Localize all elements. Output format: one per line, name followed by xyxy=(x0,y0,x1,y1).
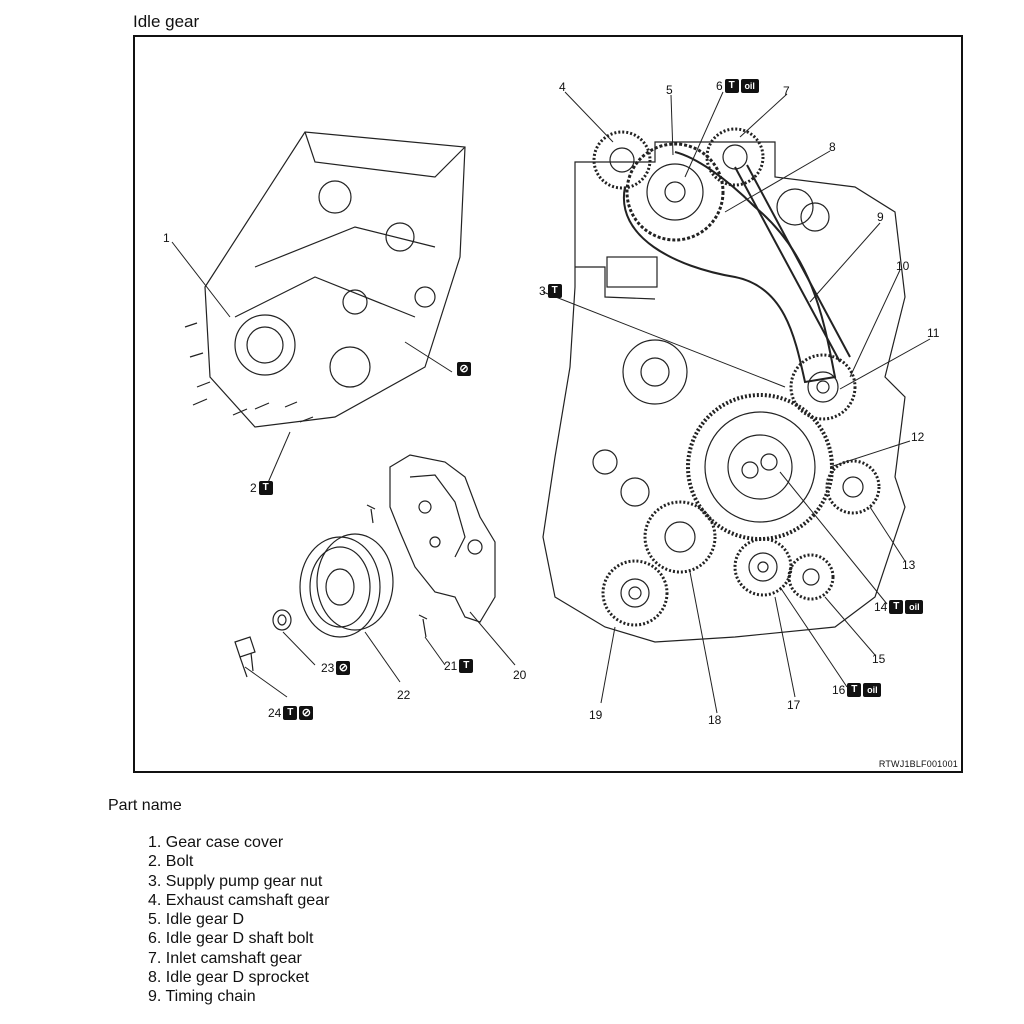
callout-19: 19 xyxy=(589,708,603,722)
callout-no-reuse: ⊘ xyxy=(457,362,471,376)
torque-icon: T xyxy=(889,600,904,614)
callout-1: 1 xyxy=(163,231,170,245)
callout-17: 17 xyxy=(787,698,801,712)
gear-18 xyxy=(643,500,717,574)
callout-5: 5 xyxy=(666,83,673,97)
callout-7: 7 xyxy=(783,84,790,98)
torque-icon: T xyxy=(724,79,739,93)
callout-23: 23⊘ xyxy=(321,661,351,675)
callout-18: 18 xyxy=(708,713,722,727)
inlet-camshaft-gear xyxy=(705,127,765,187)
list-item: 1. Gear case cover xyxy=(148,834,284,851)
torque-icon: T xyxy=(547,284,562,298)
front-plate-shape xyxy=(389,454,496,623)
no-reuse-icon: ⊘ xyxy=(457,362,471,376)
no-reuse-icon: ⊘ xyxy=(336,661,351,675)
section-title: Part name xyxy=(108,797,182,814)
callout-4: 4 xyxy=(559,80,566,94)
list-item: 5. Idle gear D xyxy=(148,911,245,929)
list-item: 7. Inlet camshaft gear xyxy=(148,949,302,967)
figure-reference: RTWJ1BLF001001 xyxy=(878,759,958,769)
oil-icon: oil xyxy=(863,683,882,697)
gear-17 xyxy=(733,537,793,597)
callout-15: 15 xyxy=(872,652,886,666)
supply-pump-gear xyxy=(789,353,857,421)
list-item: 6. Idle gear D shaft bolt xyxy=(148,930,314,948)
torque-icon: T xyxy=(847,683,862,697)
list-item: 2. Bolt xyxy=(148,853,194,871)
cover-bolts xyxy=(184,322,314,423)
crank-pulley-shape xyxy=(299,536,381,638)
gear-case-cover-shape xyxy=(204,131,466,428)
engine-block-outline xyxy=(542,141,906,643)
diagram-drawing xyxy=(171,91,931,714)
callout-9: 9 xyxy=(877,210,884,224)
torque-icon: T xyxy=(258,481,273,495)
page-title: Idle gear xyxy=(133,12,200,31)
exhaust-camshaft-gear xyxy=(592,130,652,190)
oil-icon: oil xyxy=(905,600,924,614)
list-item: 4. Exhaust camshaft gear xyxy=(148,891,330,909)
idle-gear-d xyxy=(625,142,725,242)
list-item: 9. Timing chain xyxy=(148,988,256,1006)
oil-icon: oil xyxy=(740,79,759,93)
large-idle-gear xyxy=(686,393,834,541)
callout-12: 12 xyxy=(911,430,925,444)
gear-13 xyxy=(825,459,881,515)
gears xyxy=(592,127,881,627)
list-item: 8. Idle gear D sprocket xyxy=(148,969,309,987)
parts-list: 1. Gear case cover 2. Bolt 3. Supply pum… xyxy=(148,833,329,1007)
torque-icon: T xyxy=(459,659,474,673)
timing-chain-shape xyxy=(622,151,837,384)
leader-lines xyxy=(171,91,931,714)
callout-22: 22 xyxy=(397,688,411,702)
callout-20: 20 xyxy=(513,668,527,682)
callout-13: 13 xyxy=(902,558,916,572)
gear-15 xyxy=(787,553,835,601)
callout-11: 11 xyxy=(927,326,940,340)
torque-icon: T xyxy=(283,706,298,720)
list-item: 3. Supply pump gear nut xyxy=(148,872,323,890)
callout-10: 10 xyxy=(896,259,910,273)
no-reuse-icon: ⊘ xyxy=(299,706,314,720)
callout-8: 8 xyxy=(829,140,836,154)
crank-gear xyxy=(601,559,669,627)
